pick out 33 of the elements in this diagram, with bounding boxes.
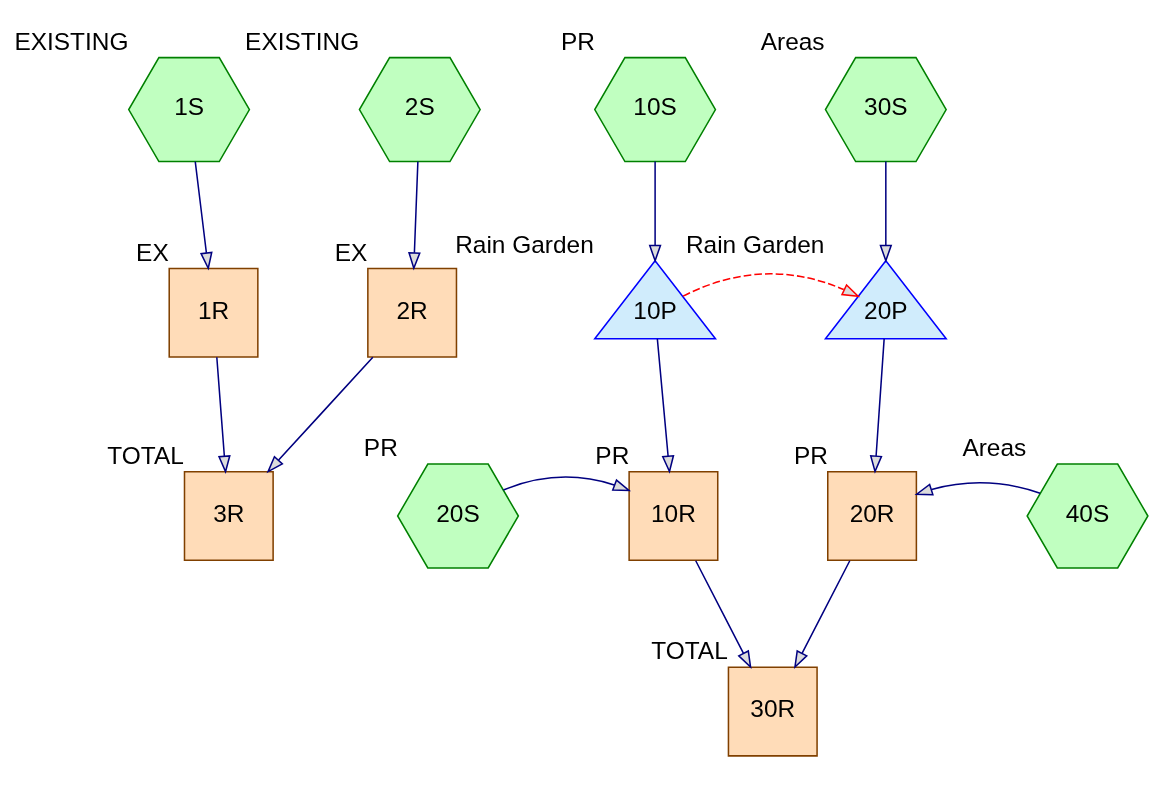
- node-label: TOTAL: [651, 637, 728, 665]
- node-label: Areas: [962, 434, 1027, 462]
- node-label: Rain Garden: [455, 230, 594, 258]
- node-box: 30R: [727, 666, 818, 757]
- arrow: [682, 273, 861, 298]
- arrow: [879, 160, 893, 264]
- arrow: [656, 338, 675, 474]
- node-label: Areas: [760, 27, 825, 55]
- node-label: PR: [560, 27, 595, 55]
- node-box: 10R: [628, 470, 719, 562]
- arrow: [694, 559, 752, 670]
- node-box: 1R: [168, 267, 259, 358]
- node-label: EX: [334, 238, 368, 266]
- arrow: [194, 160, 213, 271]
- node-label: PR: [793, 441, 828, 469]
- arrow: [502, 476, 632, 492]
- node-label: EXISTING: [245, 27, 360, 55]
- node-label: PR: [363, 434, 398, 462]
- node-box: 20R: [827, 470, 918, 562]
- node-label: PR: [595, 441, 630, 469]
- arrow: [408, 160, 421, 271]
- arrow: [914, 482, 1041, 496]
- arrow: [869, 338, 885, 474]
- node-label: Rain Garden: [685, 230, 825, 258]
- node-label: TOTAL: [107, 441, 184, 469]
- node-label: EXISTING: [14, 27, 129, 55]
- arrow: [216, 356, 231, 474]
- node-label: EX: [136, 238, 169, 266]
- arrow: [793, 559, 851, 670]
- arrow: [648, 160, 662, 264]
- node-box: 3R: [183, 470, 274, 562]
- node-box: 2R: [367, 267, 458, 358]
- arrow: [266, 356, 374, 474]
